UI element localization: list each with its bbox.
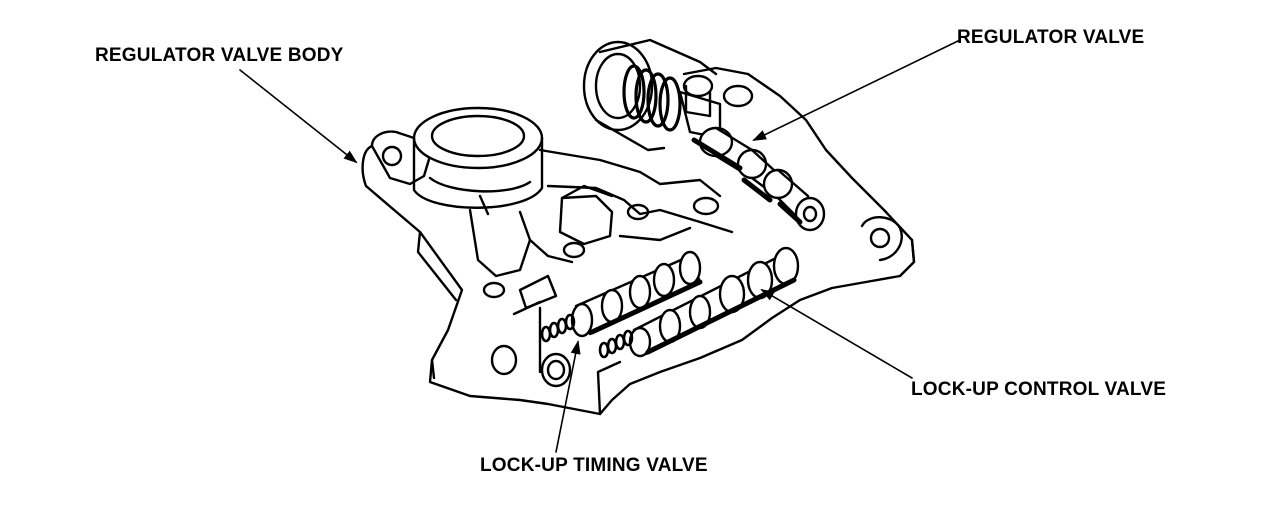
body-ribs <box>468 84 824 388</box>
label-regulator-valve: REGULATOR VALVE <box>957 27 1145 48</box>
leader-lock-up-timing-valve <box>555 340 581 453</box>
accumulator-boss <box>412 106 544 209</box>
valve-bore-edges <box>512 274 622 416</box>
label-lock-up-control-valve: LOCK-UP CONTROL VALVE <box>911 379 1167 400</box>
leader-regulator-valve <box>752 39 961 141</box>
regulator-valve-assembly <box>582 38 826 232</box>
leader-regulator-valve-body <box>239 69 358 164</box>
label-lock-up-timing-valve: LOCK-UP TIMING VALVE <box>480 455 708 476</box>
label-regulator-valve-body: REGULATOR VALVE BODY <box>95 45 344 66</box>
lock-up-timing-valve-spool <box>540 250 703 343</box>
leader-lock-up-control-valve <box>760 288 913 379</box>
leader-lines <box>239 39 961 453</box>
